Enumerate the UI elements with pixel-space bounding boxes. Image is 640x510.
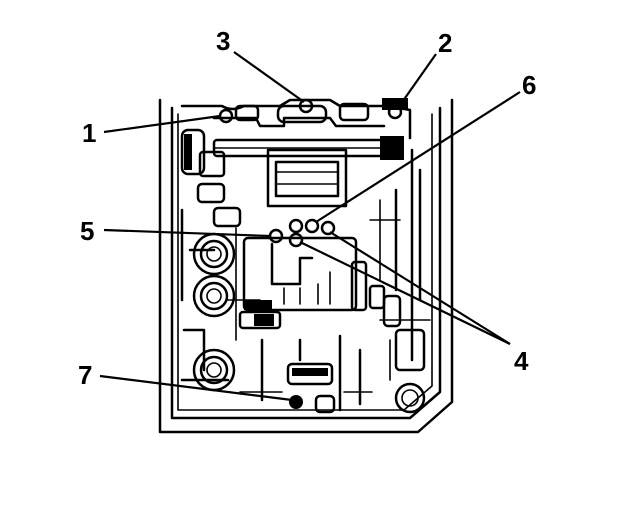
callout-5: 5: [80, 216, 94, 246]
accumulator-bore-upper: [192, 232, 236, 276]
leader-lines: [99, 51, 521, 402]
lower-components: [239, 334, 373, 414]
leader-4a: [299, 241, 511, 345]
leader-1: [103, 114, 221, 134]
check-ball-5a: [268, 228, 284, 244]
check-ball-4: [320, 220, 336, 236]
callout-1: 1: [82, 118, 96, 148]
callout-3: 3: [216, 26, 230, 56]
check-ball-3: [298, 98, 314, 114]
callout-4: 4: [514, 346, 529, 376]
check-ball-2: [387, 104, 403, 120]
accumulator-bore-middle: [192, 274, 236, 318]
top-rail: [180, 98, 412, 140]
leader-4b: [329, 231, 511, 345]
callout-2: 2: [438, 28, 452, 58]
check-ball-group: [218, 98, 403, 248]
leader-7: [99, 374, 293, 402]
callout-labels: 1 2 3 4 5 6 7: [78, 26, 536, 390]
callout-7: 7: [78, 360, 92, 390]
leader-6: [315, 91, 521, 223]
check-ball-6: [304, 218, 320, 234]
central-block: [238, 236, 386, 330]
check-ball-5b: [288, 218, 304, 234]
accumulator-bore-lower: [192, 348, 236, 392]
check-ball-1: [218, 108, 234, 124]
shift-valve-bar: [198, 136, 404, 208]
callout-6: 6: [522, 70, 536, 100]
leader-5: [103, 228, 271, 238]
leader-3: [233, 51, 305, 103]
leader-2: [397, 53, 437, 109]
right-channels: [369, 148, 431, 414]
